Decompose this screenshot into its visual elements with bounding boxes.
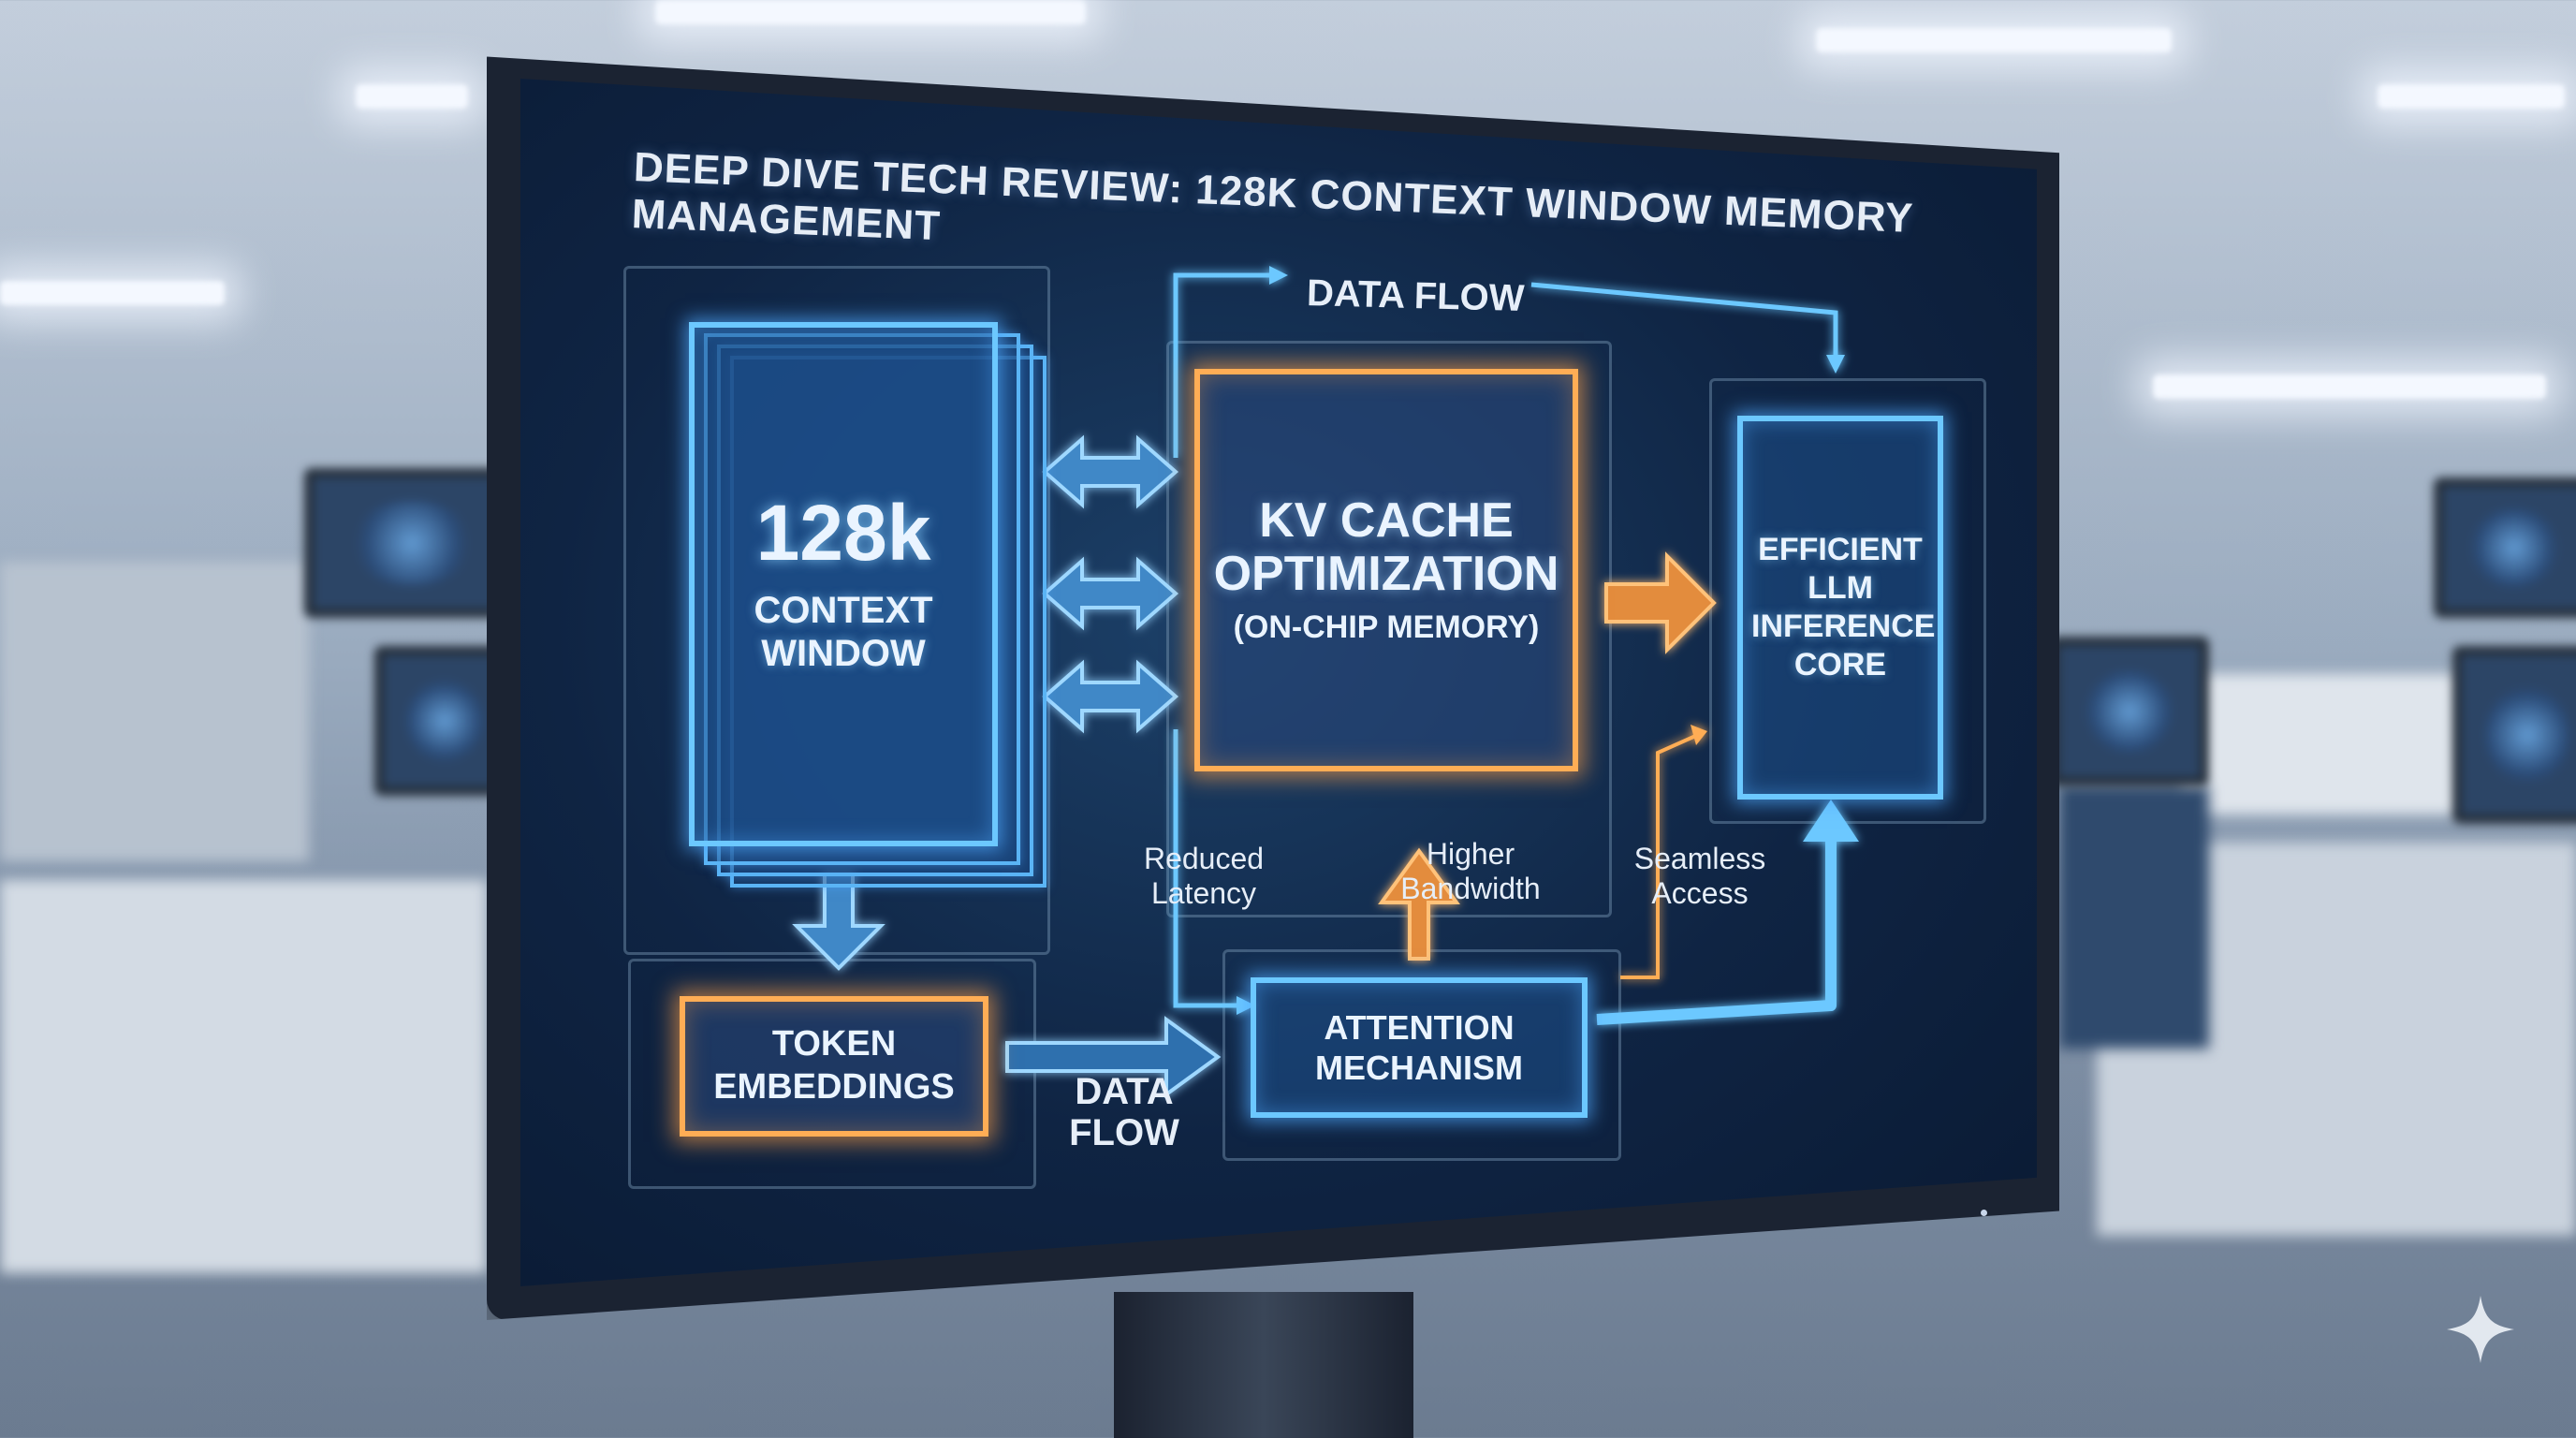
- ceiling-light: [2153, 374, 2546, 399]
- token-embeddings-box: TOKEN EMBEDDINGS: [680, 996, 988, 1137]
- ceiling-light: [2378, 84, 2565, 109]
- lab-equipment: [0, 562, 309, 861]
- reduced-latency-label: Reduced Latency: [1143, 842, 1265, 910]
- seamless-access-arrow: [1620, 725, 1707, 979]
- attention-mechanism-box: ATTENTION MECHANISM: [1251, 977, 1588, 1118]
- inference-core-box: EFFICIENT LLM INFERENCE CORE: [1737, 416, 1943, 800]
- flow-arrows: [792, 266, 1859, 1098]
- context-window-box: 128k CONTEXT WINDOW: [689, 322, 998, 846]
- data-flow-top-arrow: [1173, 266, 1845, 458]
- sparkle-icon: [2447, 1296, 2514, 1363]
- bidirectional-arrow: [1041, 556, 1179, 631]
- arrow-kv-to-core: [1604, 551, 1717, 654]
- context-window-size: 128k: [755, 489, 931, 577]
- data-flow-label-bottom: DATA FLOW: [1069, 1071, 1179, 1153]
- arrow-token-to-attention: [1005, 1016, 1222, 1098]
- ceiling-light: [0, 281, 225, 305]
- data-flow-label-top: DATA FLOW: [1306, 271, 1526, 320]
- ceiling-light: [655, 0, 1086, 24]
- bidirectional-arrow: [1041, 659, 1179, 734]
- kv-cache-title: KV CACHE OPTIMIZATION: [1213, 493, 1559, 601]
- context-window-stack: 128k CONTEXT WINDOW: [689, 322, 1063, 940]
- monitor-stand: [1114, 1292, 1413, 1438]
- context-window-label: CONTEXT WINDOW: [754, 590, 933, 674]
- arrow-attention-to-core: [1596, 800, 1859, 1025]
- power-indicator: [1981, 1210, 1987, 1216]
- architecture-diagram: DEEP DIVE TECH REVIEW: 128k CONTEXT WIND…: [520, 79, 2037, 1286]
- inference-core-label: EFFICIENT LLM INFERENCE CORE: [1751, 532, 1936, 682]
- arrow-attention-to-kv: [1378, 847, 1460, 961]
- ceiling-light: [1816, 28, 2172, 52]
- seamless-access-label: Seamless Access: [1633, 842, 1766, 910]
- higher-bandwidth-label: Higher Bandwidth: [1400, 837, 1541, 905]
- lab-bench: [0, 880, 487, 1273]
- token-embeddings-label: TOKEN EMBEDDINGS: [713, 1024, 955, 1107]
- kv-frame: [1166, 341, 1612, 917]
- ceiling-light: [356, 84, 468, 109]
- office-chair: [2059, 786, 2209, 1049]
- lab-equipment: [2181, 674, 2462, 814]
- kv-cache-box: KV CACHE OPTIMIZATION (ON-CHIP MEMORY): [1194, 369, 1578, 771]
- background-monitor: [2050, 637, 2209, 786]
- bidirectional-arrow: [1041, 434, 1179, 509]
- kv-cache-subtitle: (ON-CHIP MEMORY): [1233, 609, 1540, 645]
- background-monitor: [2434, 477, 2576, 618]
- data-flow-side-arrow: [1173, 729, 1255, 1015]
- attention-mechanism-label: ATTENTION MECHANISM: [1315, 1007, 1523, 1087]
- background-monitor: [2452, 646, 2576, 824]
